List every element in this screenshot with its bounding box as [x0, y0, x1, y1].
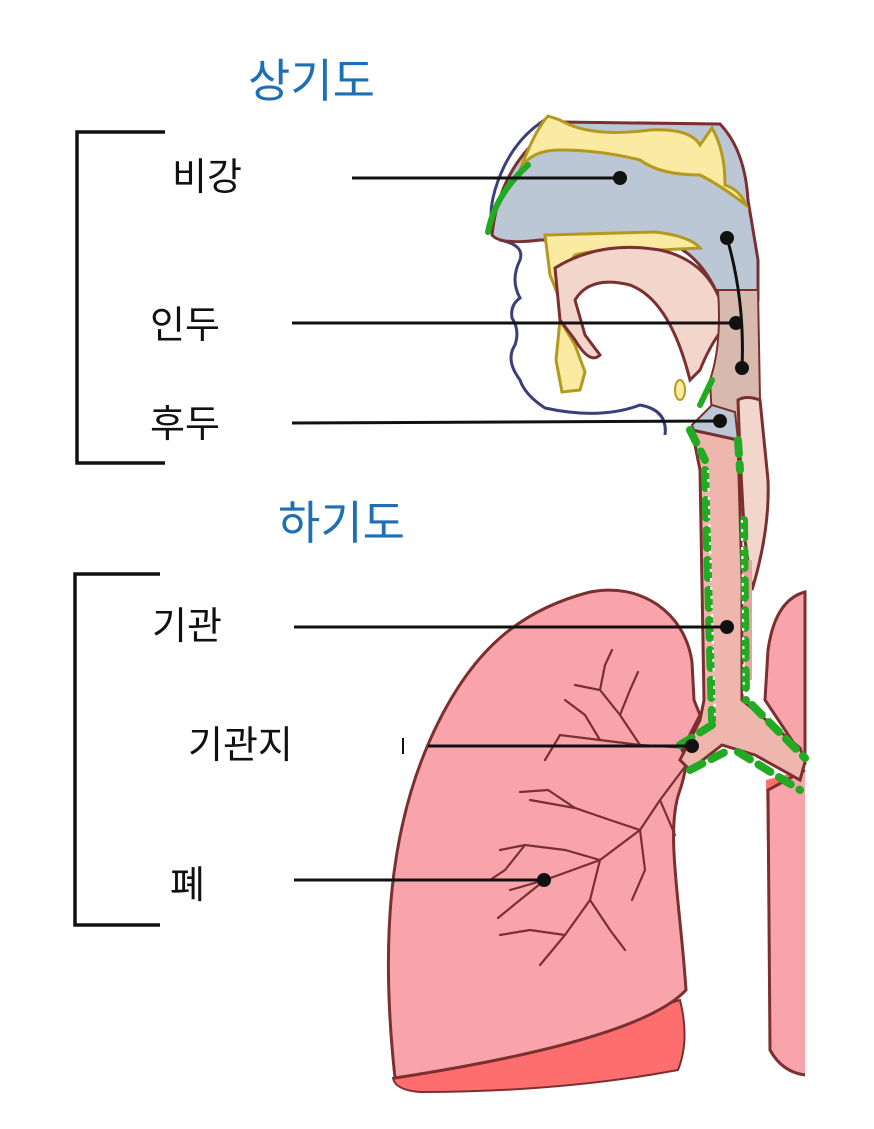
- oral-tissue: [553, 245, 724, 383]
- jaw-bone: [554, 315, 587, 394]
- pharynx-arc: [725, 237, 744, 369]
- airway-inner-dots: [707, 469, 745, 721]
- dot-larynx: [713, 414, 727, 428]
- upper-tract-bracket: [75, 130, 165, 465]
- label-trachea: 기관: [152, 604, 222, 648]
- epiglottis: [674, 379, 686, 401]
- dot-nasal-cavity: [613, 171, 627, 185]
- label-lung: 폐: [170, 863, 205, 907]
- left-lung-body: [386, 588, 702, 1080]
- leader-larynx: [291, 419, 721, 425]
- label-pharynx: 인두: [150, 303, 220, 347]
- sinus-bone: [518, 114, 750, 210]
- right-lung-body: [763, 590, 807, 1077]
- dot-pharynx: [729, 316, 743, 330]
- upper-respiratory-tract-title: 상기도: [248, 54, 375, 108]
- dot-bronchi: [685, 739, 699, 753]
- lower-respiratory-tract-title: 하기도: [278, 496, 405, 550]
- dot-pharynx-top: [720, 231, 734, 245]
- leader-lines: [291, 176, 736, 882]
- dot-trachea: [720, 620, 734, 634]
- label-larynx: 후두: [150, 402, 220, 446]
- dot-pharynx-bottom: [735, 361, 749, 375]
- label-bronchi: 기관지: [188, 723, 293, 767]
- dot-lung: [537, 873, 551, 887]
- left-lung: [386, 588, 702, 1094]
- leader-dots: [537, 171, 749, 887]
- right-lung: [763, 590, 807, 1077]
- lower-tract-bracket: [73, 572, 160, 927]
- mucosa-lining: [485, 162, 809, 794]
- label-nasal-cavity: 비강: [172, 155, 242, 199]
